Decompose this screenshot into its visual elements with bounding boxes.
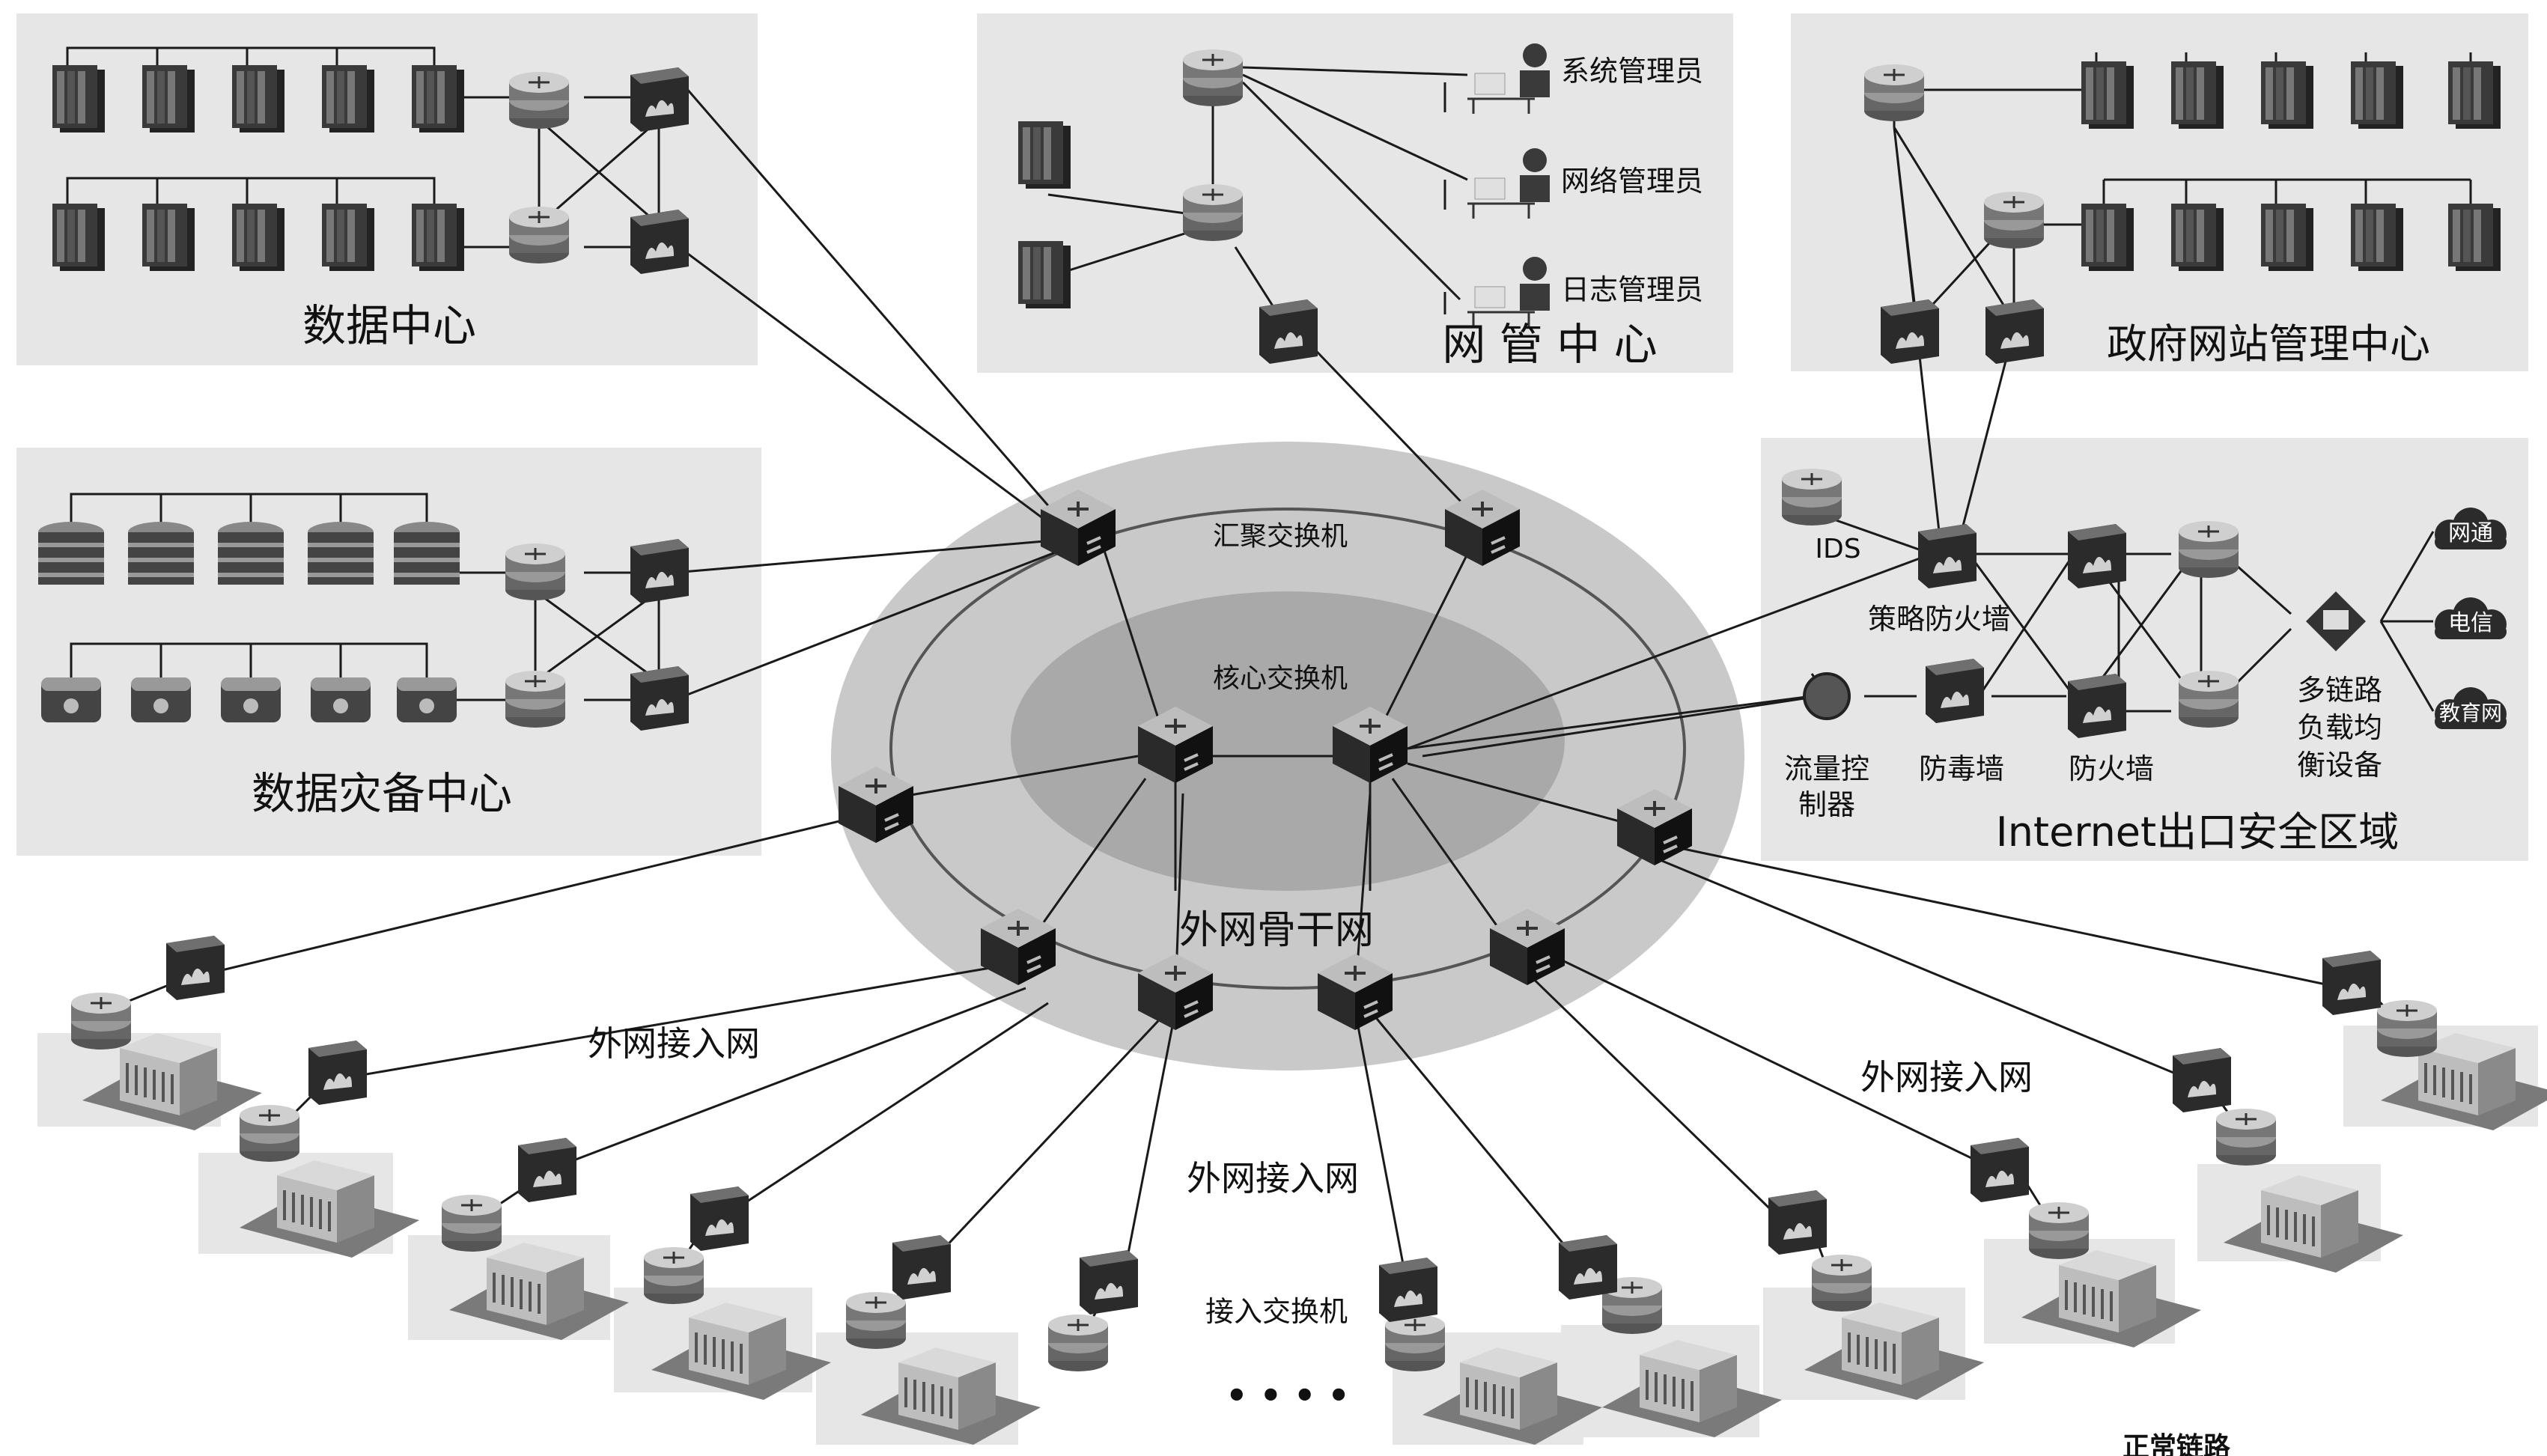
firewall-label: 防火墙: [2069, 752, 2154, 785]
policy-firewall: [1918, 524, 1977, 588]
dr-center-title: 数据灾备中心: [252, 768, 512, 819]
inet-router-bottom: [2177, 669, 2240, 729]
access-net-label-center: 外网接入网: [1187, 1158, 1359, 1198]
backbone-core-area: [1011, 591, 1565, 891]
dc-firewall-top: [630, 67, 689, 132]
nms-server-1: [1018, 121, 1071, 189]
nms-server-2: [1018, 241, 1071, 308]
admin-label-log: 日志管理员: [1561, 273, 1703, 306]
gov-firewall-right: [1985, 299, 2044, 364]
access-ellipsis: • • • •: [1226, 1375, 1350, 1416]
load-balancer-label-1: 多链路: [2297, 674, 2382, 707]
gov-web-center-title: 政府网站管理中心: [2107, 320, 2430, 368]
load-balancer-icon: [2306, 591, 2366, 651]
legend-partial: 正常链路: [2122, 1432, 2231, 1456]
traffic-controller-label-2: 制器: [1798, 788, 1855, 821]
internet-zone-title: Internet出口安全区域: [1996, 808, 2399, 856]
gov-firewall-left: [1881, 299, 1939, 364]
admin-label-sys: 系统管理员: [1561, 55, 1703, 88]
dr-firewall-top: [630, 539, 689, 603]
links: [66, 46, 2472, 996]
nms-firewall: [1259, 299, 1318, 364]
load-balancer-label-3: 衡设备: [2297, 749, 2382, 782]
core-switch-label: 核心交换机: [1213, 663, 1348, 694]
dc-switch-top: [508, 70, 570, 130]
data-center-panel: [16, 13, 758, 365]
backbone-label: 外网骨干网: [1179, 908, 1374, 953]
anti-virus-label: 防毒墙: [1919, 752, 2004, 785]
policy-firewall-label: 策略防火墙: [1868, 603, 2010, 636]
dr-switch-bottom: [504, 669, 567, 729]
dc-switch-bottom: [508, 205, 570, 265]
dr-center-panel: [16, 448, 761, 856]
inet-firewall-bottom: [2068, 674, 2126, 738]
dc-firewall-bottom: [630, 210, 689, 274]
traffic-controller: [1803, 672, 1851, 720]
nms-router: [1181, 48, 1244, 108]
inet-router-top: [2177, 520, 2240, 579]
nms-switch: [1181, 183, 1244, 243]
dr-firewall-bottom: [630, 666, 689, 731]
data-center-title: 数据中心: [302, 300, 476, 351]
backbone-mid-ring: [889, 508, 1686, 990]
access-net-label-right: 外网接入网: [1860, 1057, 2033, 1097]
internet-zone-panel: [1761, 438, 2528, 861]
load-balancer-label-2: 负载均: [2297, 711, 2382, 744]
aggregation-switch-label: 汇聚交换机: [1213, 521, 1348, 552]
ids-router: [1780, 467, 1843, 527]
traffic-controller-label-1: 流量控: [1784, 752, 1869, 785]
access-switch-label: 接入交换机: [1205, 1295, 1348, 1328]
isp-edu-label: 教育网: [2439, 701, 2502, 725]
anti-virus-firewall: [1926, 659, 1984, 723]
gov-switch: [1982, 190, 2045, 250]
dr-storage-top: [38, 522, 460, 585]
inet-firewall-top: [2068, 524, 2126, 588]
isp-telecom-label: 电信: [2448, 610, 2493, 636]
access-net-label-left: 外网接入网: [588, 1023, 760, 1064]
gov-router: [1863, 63, 1926, 123]
admin-label-net: 网络管理员: [1561, 165, 1703, 198]
ids-label: IDS: [1815, 534, 1860, 564]
isp-cnc-label: 网通: [2448, 520, 2493, 546]
dr-switch-top: [504, 542, 567, 602]
nms-center-title: 网 管 中 心: [1442, 319, 1657, 370]
